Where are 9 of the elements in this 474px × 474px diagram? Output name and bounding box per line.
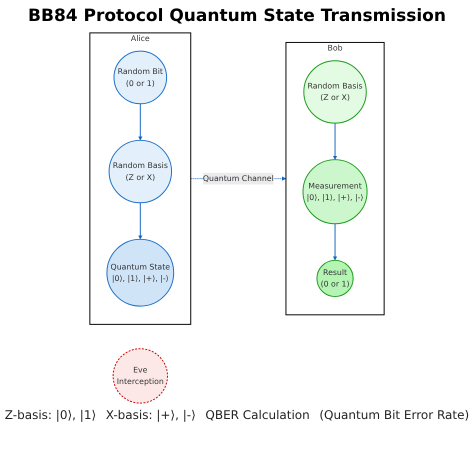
arrow	[332, 223, 338, 261]
note-text: Z-basis: |0⟩, |1⟩	[4, 408, 96, 422]
arrow	[138, 103, 142, 140]
arrow	[138, 202, 142, 240]
arrow	[332, 122, 338, 160]
note-text: X-basis: |+⟩, |-⟩	[106, 408, 196, 422]
note-text: (Quantum Bit Error Rate)	[319, 408, 470, 422]
diagram-title: BB84 Protocol Quantum State Transmission	[27, 6, 447, 26]
note-text: QBER Calculation	[205, 408, 310, 422]
